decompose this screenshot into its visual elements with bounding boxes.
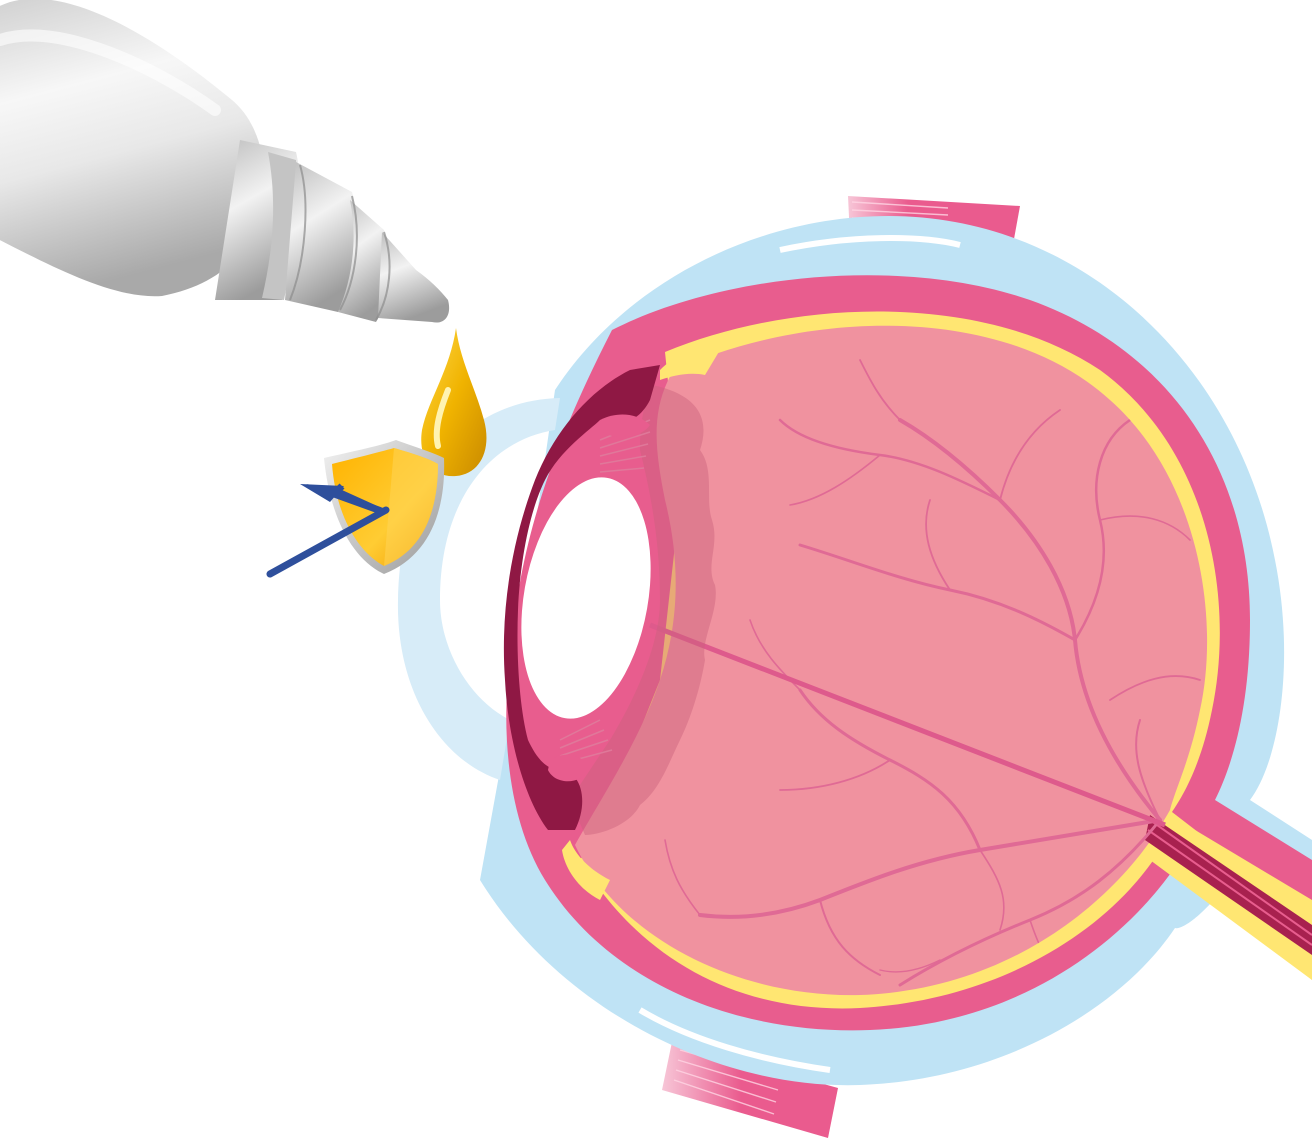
dropper-bottle-icon [0, 0, 449, 323]
